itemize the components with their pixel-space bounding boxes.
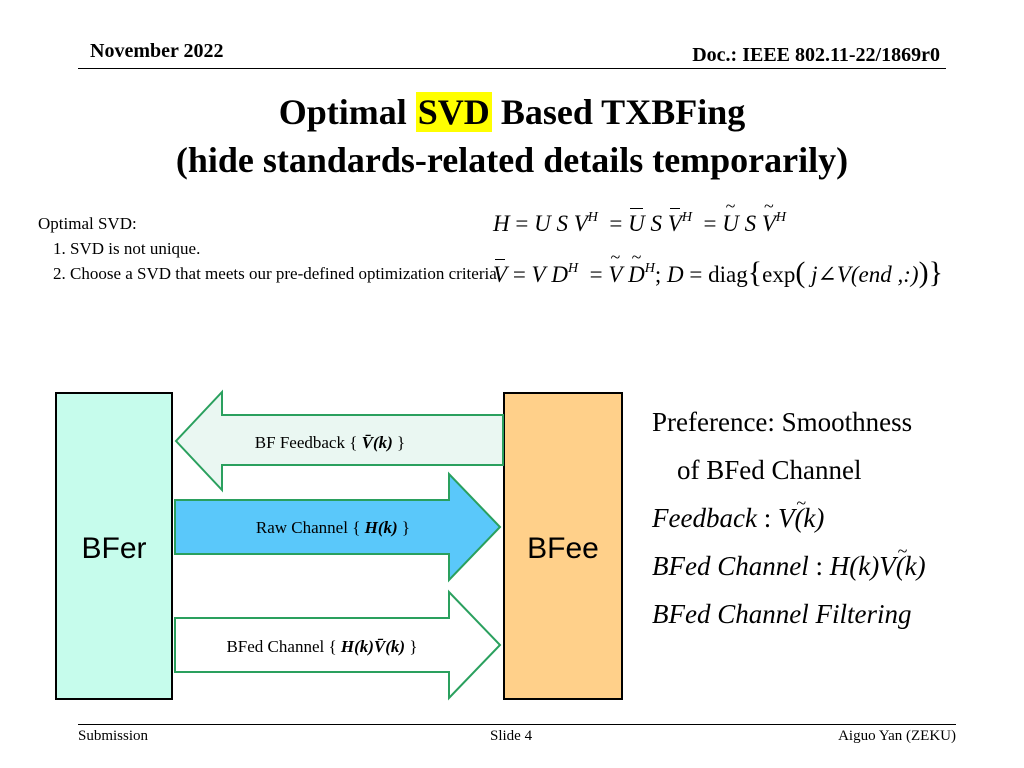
eq-sup: H xyxy=(587,210,598,225)
formula-label: BFed Channel xyxy=(652,551,809,581)
formula-value: V(k) xyxy=(879,527,926,590)
preference-block: Preference: Smoothness of BFed Channel F… xyxy=(652,398,926,638)
label-math: H(k) xyxy=(364,518,398,537)
label-text: Raw Channel { xyxy=(256,518,365,537)
slide-title: Optimal SVD Based TXBFing (hide standard… xyxy=(0,88,1024,184)
eq-paren: ( xyxy=(795,256,806,289)
formula-label: BFed Channel Filtering xyxy=(652,599,912,629)
label-text: BF Feedback { xyxy=(255,433,362,452)
eq-func: exp xyxy=(762,262,796,287)
eq-sym: D xyxy=(551,262,568,287)
label-text: BFed Channel { xyxy=(226,637,340,656)
eq-sym: S xyxy=(556,211,568,236)
eq-sup: H xyxy=(567,261,579,276)
title-line-2: (hide standards-related details temporar… xyxy=(175,140,849,180)
eq-sym: D xyxy=(667,262,684,287)
notes-item: Choose a SVD that meets our pre-defined … xyxy=(70,261,501,286)
title-pre: Optimal xyxy=(278,92,416,132)
raw-channel-arrow xyxy=(174,471,502,583)
footer-slide-number: Slide 4 xyxy=(490,728,533,744)
eq-sym: V xyxy=(667,208,682,236)
eq-sym: V xyxy=(762,196,776,237)
eq-brace: { xyxy=(747,256,763,289)
label-close: } xyxy=(398,518,410,537)
formula-colon: : xyxy=(756,503,778,533)
equation-svd: H = U S VH = U S VH = U S VH xyxy=(493,196,787,237)
eq-sym: H xyxy=(493,211,510,236)
eq-func: diag xyxy=(708,262,748,287)
bfee-box: BFee xyxy=(503,392,623,700)
eq-sym: V xyxy=(531,262,546,287)
title-highlight: SVD xyxy=(415,92,492,132)
eq-sym: S xyxy=(650,211,663,236)
notes-heading: Optimal SVD: xyxy=(38,214,137,233)
eq-op: ∠ xyxy=(817,262,837,287)
eq-sym: U xyxy=(722,196,739,237)
bfed-channel-formula: BFed Channel : H(k)V(k) xyxy=(652,527,926,590)
eq-op: = xyxy=(589,262,603,287)
formula-value: H(k) xyxy=(829,551,880,581)
eq-arg: (end ,:) xyxy=(850,262,919,287)
formula-value: V(k) xyxy=(778,479,825,542)
feedback-arrow xyxy=(174,389,504,493)
bfer-label: BFer xyxy=(81,532,147,565)
notes-block: Optimal SVD: SVD is not unique. Choose a… xyxy=(38,211,501,286)
eq-sup: H xyxy=(644,261,655,276)
eq-paren: ) xyxy=(918,256,929,289)
equation-phase: V = V DH = V DH; D = diag{exp( j∠V(end ,… xyxy=(493,247,943,290)
bfed-channel-arrow xyxy=(174,589,502,701)
eq-sym: U xyxy=(628,208,645,236)
label-close: } xyxy=(405,637,417,656)
raw-channel-arrow-label: Raw Channel { H(k) } xyxy=(256,518,410,537)
formula-label: Feedback xyxy=(652,503,757,533)
eq-brace: } xyxy=(928,256,943,289)
label-math: H(k)V̄(k) xyxy=(340,637,405,656)
bfed-channel-arrow-label: BFed Channel { H(k)V̄(k) } xyxy=(226,637,417,656)
footer-author: Aiguo Yan (ZEKU) xyxy=(838,728,956,744)
bfed-channel-filtering: BFed Channel Filtering xyxy=(652,590,926,638)
header-divider xyxy=(78,68,946,69)
eq-op: = xyxy=(689,262,703,287)
eq-op: = xyxy=(515,211,529,236)
eq-sym: U xyxy=(534,211,551,236)
eq-sym: S xyxy=(744,211,757,236)
eq-sup: H xyxy=(775,210,787,225)
footer-divider xyxy=(78,724,956,725)
eq-op: = xyxy=(609,211,623,236)
notes-list: SVD is not unique. Choose a SVD that mee… xyxy=(38,236,501,286)
eq-op: = xyxy=(512,262,526,287)
eq-sym: V xyxy=(608,247,622,288)
footer-submission: Submission xyxy=(78,728,149,744)
title-post: Based TXBFing xyxy=(491,92,746,132)
eq-op: = xyxy=(703,211,717,236)
bfer-box: BFer xyxy=(55,392,173,700)
eq-sym: D xyxy=(628,247,645,288)
eq-sym: j xyxy=(811,262,818,287)
eq-sup: H xyxy=(681,210,692,225)
notes-item: SVD is not unique. xyxy=(70,236,501,261)
label-math: V̄(k) xyxy=(362,433,393,452)
label-close: } xyxy=(393,433,405,452)
title-line-1: Optimal SVD Based TXBFing xyxy=(0,88,1024,136)
eq-sym: V xyxy=(493,259,508,287)
preference-line-2: of BFed Channel xyxy=(677,455,862,485)
formula-colon: : xyxy=(808,551,830,581)
eq-op: ; xyxy=(654,262,662,287)
preference-line-1: Preference: Smoothness xyxy=(652,407,913,437)
eq-sym: V xyxy=(573,211,588,236)
feedback-formula: Feedback : V(k) xyxy=(652,479,926,542)
header-doc-id: Doc.: IEEE 802.11-22/1869r0 xyxy=(692,44,940,66)
bfee-label: BFee xyxy=(527,532,599,565)
feedback-arrow-label: BF Feedback { V̄(k) } xyxy=(255,433,405,452)
header-date: November 2022 xyxy=(90,40,224,62)
eq-sym: V xyxy=(836,262,851,287)
